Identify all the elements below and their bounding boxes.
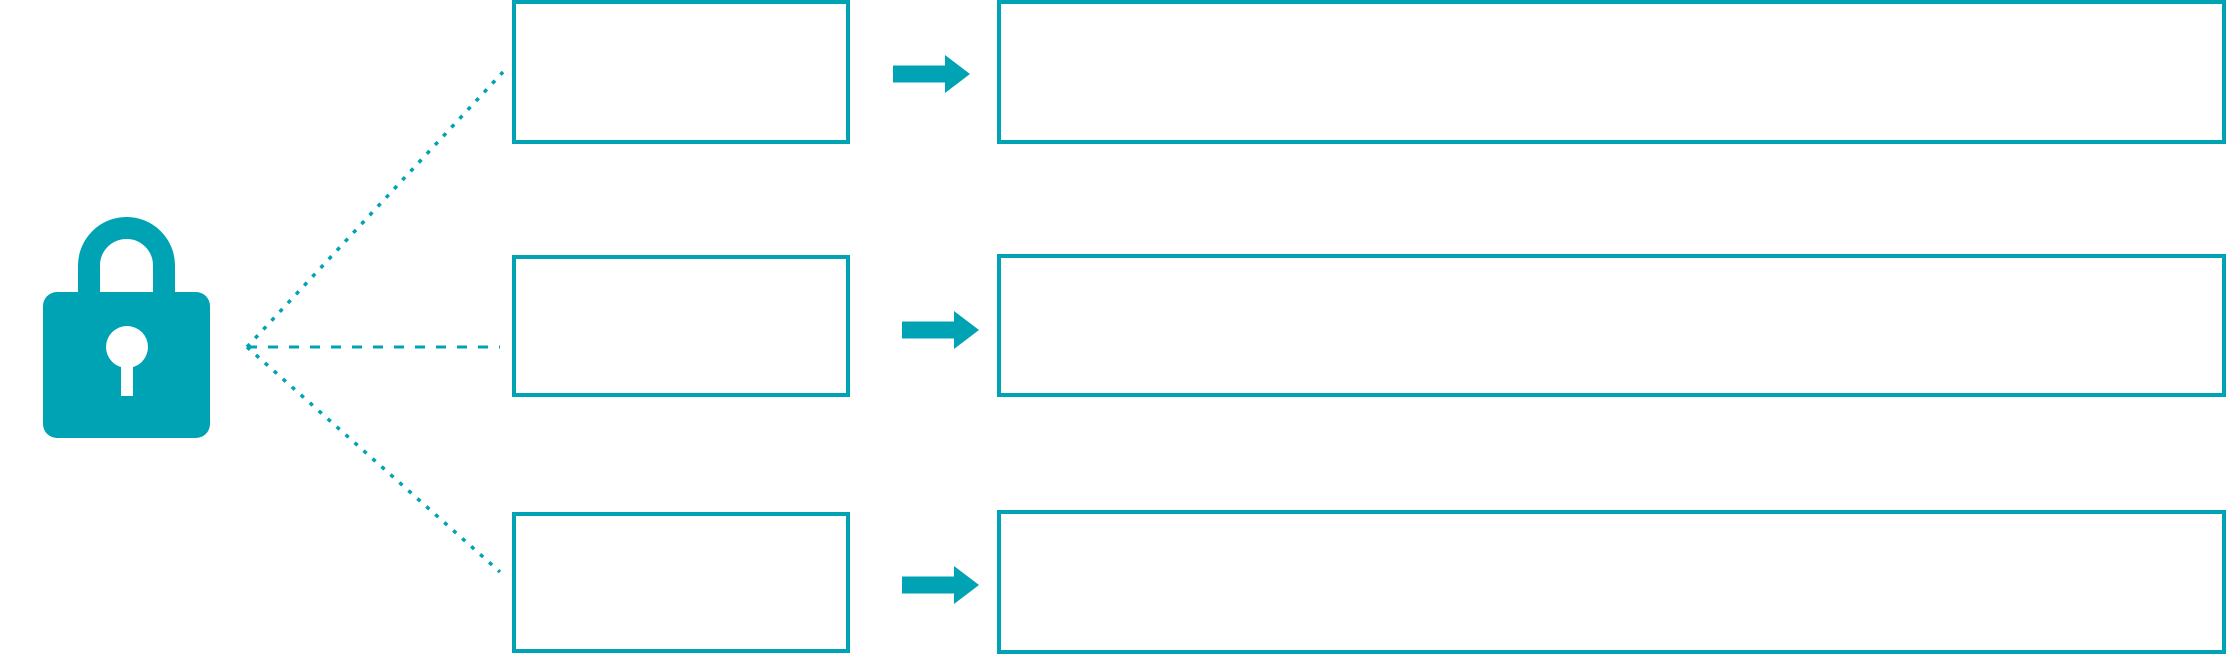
arrow-right-icon — [902, 311, 979, 349]
lock-icon — [43, 217, 210, 438]
arrow-right-icon — [893, 55, 970, 93]
lock-shackle — [78, 217, 175, 296]
label-box-2 — [512, 255, 850, 397]
connector-line-bottom — [245, 345, 502, 574]
description-box-3 — [997, 510, 2226, 654]
connector-line-top — [245, 70, 505, 349]
keyhole-stem — [121, 347, 133, 396]
description-box-2 — [997, 254, 2226, 397]
label-box-1 — [512, 0, 850, 144]
description-box-1 — [997, 0, 2226, 144]
label-box-3 — [512, 512, 850, 653]
arrow-right-icon — [902, 566, 979, 604]
